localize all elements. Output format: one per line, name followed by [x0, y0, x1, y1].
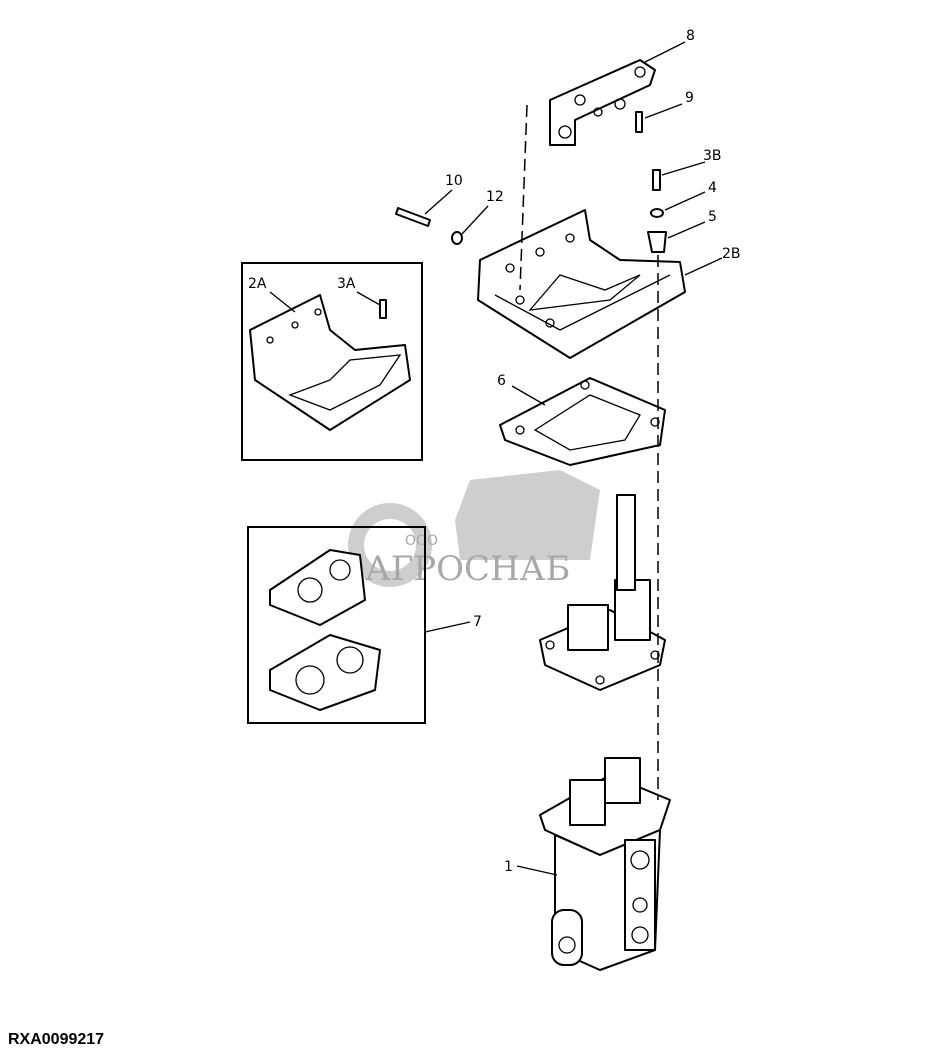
leader-lines	[269, 41, 723, 876]
part-9-bolt	[635, 111, 643, 133]
callout-7: 7	[473, 614, 482, 630]
part-2a-bracket	[249, 294, 411, 431]
callout-2b: 2B	[722, 246, 741, 262]
part-5-bushing	[647, 231, 667, 253]
callout-10: 10	[445, 173, 463, 189]
callout-2a: 2A	[248, 276, 267, 292]
callout-4: 4	[708, 180, 717, 196]
part-7-gaskets	[269, 549, 381, 711]
watermark-name: АГРОСНАБ	[365, 549, 570, 589]
inset-box-7	[247, 526, 426, 724]
watermark-logo: ООО АГРОСНАБ	[348, 470, 600, 589]
callout-8: 8	[686, 28, 695, 44]
part-2b-bracket	[477, 209, 686, 359]
part-4-washer	[650, 208, 664, 218]
solenoid-assembly	[539, 494, 666, 691]
callout-5: 5	[708, 209, 717, 225]
figure-id: RXA0099217	[8, 1031, 105, 1048]
part-3b-bolt	[652, 169, 661, 191]
part-12-washer	[451, 231, 463, 245]
inset-box-2a	[241, 262, 423, 461]
part-6-gasket	[499, 377, 666, 466]
callout-1: 1	[504, 859, 513, 875]
callout-3b: 3B	[703, 148, 722, 164]
alignment-line	[519, 104, 528, 291]
callout-3a: 3A	[337, 276, 356, 292]
callout-9: 9	[685, 90, 694, 106]
watermark-prefix: ООО	[405, 533, 438, 549]
part-8-bracket	[549, 59, 656, 146]
part-1-valve-body	[539, 757, 671, 971]
callout-6: 6	[497, 373, 506, 389]
part-10-bolt	[395, 207, 431, 227]
callout-12: 12	[486, 189, 504, 205]
